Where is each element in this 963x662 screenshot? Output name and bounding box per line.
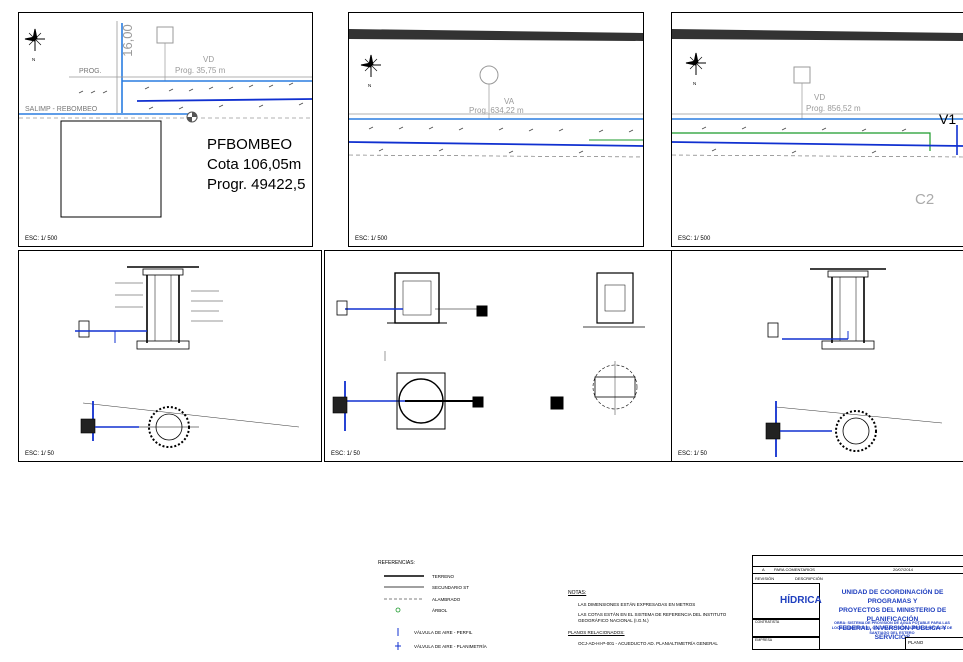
contratista-cell <box>752 619 820 637</box>
planos-line: OCJ-AD-HI-P-001 - ACUEDUCTO AD. PLANIALT… <box>578 641 718 646</box>
north-arrow-icon <box>24 28 45 51</box>
detail-panel-3: ESC: 1/ 50 <box>671 250 963 462</box>
north-label: N <box>32 57 36 62</box>
ref-item-valvula-perfil: VÁLVULA DE AIRE - PERFIL <box>414 630 473 635</box>
pf-label-2: Cota 106,05m <box>207 156 302 173</box>
logo-text: HÍDRICA <box>780 595 822 606</box>
north-label: N <box>368 83 372 88</box>
valve-label: VD <box>814 93 826 102</box>
contratista-label: CONTRATISTA <box>755 620 780 624</box>
prog-label: PROG. <box>79 68 102 75</box>
plan-panel-1: N 16,00 PROG. VD Prog. 35,75 m SALIMP - … <box>18 12 313 247</box>
ref-item-terreno: TERRENO <box>432 574 455 579</box>
plano-label: PLANO <box>908 640 924 645</box>
tag-c2: C2 <box>915 191 935 208</box>
legend-symbols <box>384 575 424 650</box>
valve-label: VD <box>203 55 215 64</box>
notas-line-3: GEOGRÁFICO NACIONAL (I.G.N.) <box>578 618 649 623</box>
rev-desc: PARA COMENTARIOS <box>774 567 815 572</box>
detail-drawing-3 <box>765 268 943 457</box>
north-arrow-icon <box>360 54 381 77</box>
referencias-title: REFERENCIAS: <box>378 560 415 566</box>
plan-drawing-2 <box>349 29 643 158</box>
ref-item-valvula-plan: VÁLVULA DE AIRE - PLANIMETRÍA <box>414 644 487 649</box>
scale-label: ESC: 1/ 50 <box>331 451 361 457</box>
pf-label-3: Progr. 49422,5 <box>207 176 306 193</box>
scale-label: ESC: 1/ 50 <box>25 451 55 457</box>
north-arrow-icon <box>685 52 706 75</box>
pf-label-1: PFBOMBEO <box>207 136 293 153</box>
detail-drawing-2 <box>332 272 645 431</box>
notas-line-2: LAS COTAS ESTÁN EN EL SISTEMA DE REFEREN… <box>578 612 727 617</box>
planos-title: PLANOS RELACIONADOS: <box>568 630 625 635</box>
scale-label: ESC: 1/ 500 <box>25 236 58 242</box>
logo-cell <box>752 583 820 619</box>
north-label: N <box>693 81 697 86</box>
detail-panel-2: ESC: 1/ 50 <box>324 250 672 462</box>
plan-panel-2: N VA Prog. 634,22 m ESC: 1/ 500 <box>348 12 644 247</box>
obra-text: OBRA: SISTEMA DE PROVISIÓN DE AGUA POTAB… <box>831 621 953 635</box>
valve-label: VA <box>504 97 515 106</box>
rev-date: 20/07/2014 <box>893 567 914 572</box>
detail-drawing-1 <box>75 266 300 448</box>
plan-drawing-1 <box>19 21 312 218</box>
notas-title: NOTAS: <box>568 590 587 596</box>
ref-item-alambrado: ALAMBRADO <box>432 597 461 602</box>
pipe-label: SALIMP - REBOMBEO <box>25 106 98 113</box>
ref-item-arbol: ÁRBOL <box>432 608 448 613</box>
col-revision: REVISIÓN <box>755 576 775 581</box>
valve-prog-label: Prog. 634,22 m <box>469 106 524 115</box>
plan-panel-3: N VD Prog. 856,52 m V1 C2 ESC: 1/ 500 <box>671 12 963 247</box>
detail-panel-1: ESC: 1/ 50 <box>18 250 322 462</box>
notas-line-1: LAS DIMENSIONES ESTÁN EXPRESADAS EN METR… <box>578 602 696 607</box>
tag-v1: V1 <box>939 111 957 127</box>
col-descripcion: DESCRIPCIÓN <box>795 576 823 581</box>
plan-drawing-3 <box>672 29 963 158</box>
rev-row <box>752 566 963 574</box>
ref-item-secundario: SECUNDARIO ST <box>432 585 470 590</box>
scale-label: ESC: 1/ 500 <box>678 236 711 242</box>
entity-name: UNIDAD DE COORDINACIÓN DE PROGRAMAS Y PR… <box>838 589 947 641</box>
valve-prog-label: Prog. 856,52 m <box>806 104 861 113</box>
scale-label: ESC: 1/ 50 <box>678 451 708 457</box>
empresa-label: EMPRESA <box>755 638 773 642</box>
valve-prog-label: Prog. 35,75 m <box>175 66 226 75</box>
vertical-dimension-label: 16,00 <box>119 24 135 57</box>
rev-letter: A <box>762 567 765 572</box>
scale-label: ESC: 1/ 500 <box>355 236 388 242</box>
